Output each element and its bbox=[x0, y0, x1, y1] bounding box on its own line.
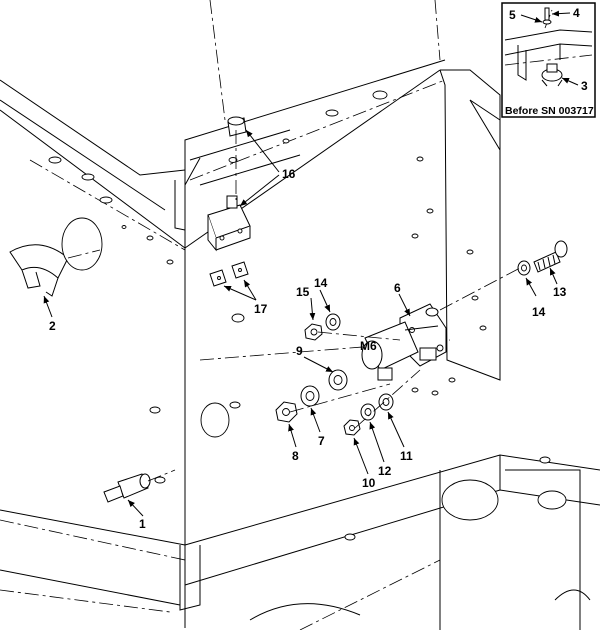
part-2-grommet bbox=[9, 217, 103, 297]
leader-lines bbox=[43, 129, 558, 517]
inset-callout-5: 5 bbox=[509, 8, 516, 22]
hardware-7-lockwasher bbox=[300, 385, 320, 407]
panel-holes bbox=[48, 90, 487, 484]
callout-8: 8 bbox=[292, 449, 299, 463]
part-17-terminals bbox=[209, 261, 249, 287]
part-1-fitting bbox=[103, 473, 151, 503]
alignment-lines bbox=[67, 130, 521, 482]
callout-15: 15 bbox=[296, 285, 310, 299]
callout-1: 1 bbox=[139, 517, 146, 531]
callout-labels: 1 2 16 17 15 14 6 M6 9 7 8 11 12 10 14 1… bbox=[49, 167, 567, 531]
hardware-14-washer-left bbox=[325, 313, 341, 331]
hardware-13-bolt bbox=[533, 240, 568, 273]
callout-13: 13 bbox=[553, 285, 567, 299]
callout-14a: 14 bbox=[314, 276, 328, 290]
inset-detail: 5 4 3 Before SN 003717 bbox=[501, 2, 596, 118]
part-16-switch bbox=[207, 116, 251, 252]
hardware-9-washer bbox=[328, 369, 348, 391]
callout-14b: 14 bbox=[532, 305, 546, 319]
part-6-solenoid bbox=[361, 303, 447, 381]
hardware-15-nut bbox=[304, 323, 323, 341]
callout-17: 17 bbox=[254, 302, 268, 316]
hardware-11-washer bbox=[378, 393, 394, 411]
upper-bracket bbox=[174, 129, 301, 231]
inset-caption: Before SN 003717 bbox=[505, 105, 594, 117]
callout-10: 10 bbox=[362, 476, 376, 490]
callout-12: 12 bbox=[378, 464, 392, 478]
callout-9: 9 bbox=[296, 344, 303, 358]
inset-callout-3: 3 bbox=[581, 79, 588, 93]
hardware-10-nut bbox=[343, 419, 361, 436]
callout-16: 16 bbox=[282, 167, 296, 181]
main-frame-panel bbox=[0, 0, 501, 628]
base-frame bbox=[179, 454, 600, 631]
hardware-14-washer-right bbox=[517, 260, 531, 276]
callout-6: 6 bbox=[394, 281, 401, 295]
hardware-8-nut bbox=[275, 401, 298, 423]
hardware-12-lockwasher bbox=[360, 403, 376, 421]
callout-11: 11 bbox=[400, 449, 413, 463]
callout-2: 2 bbox=[49, 319, 56, 333]
part-label-m6: M6 bbox=[360, 339, 377, 353]
inset-callout-4: 4 bbox=[573, 6, 580, 20]
callout-7: 7 bbox=[318, 434, 325, 448]
